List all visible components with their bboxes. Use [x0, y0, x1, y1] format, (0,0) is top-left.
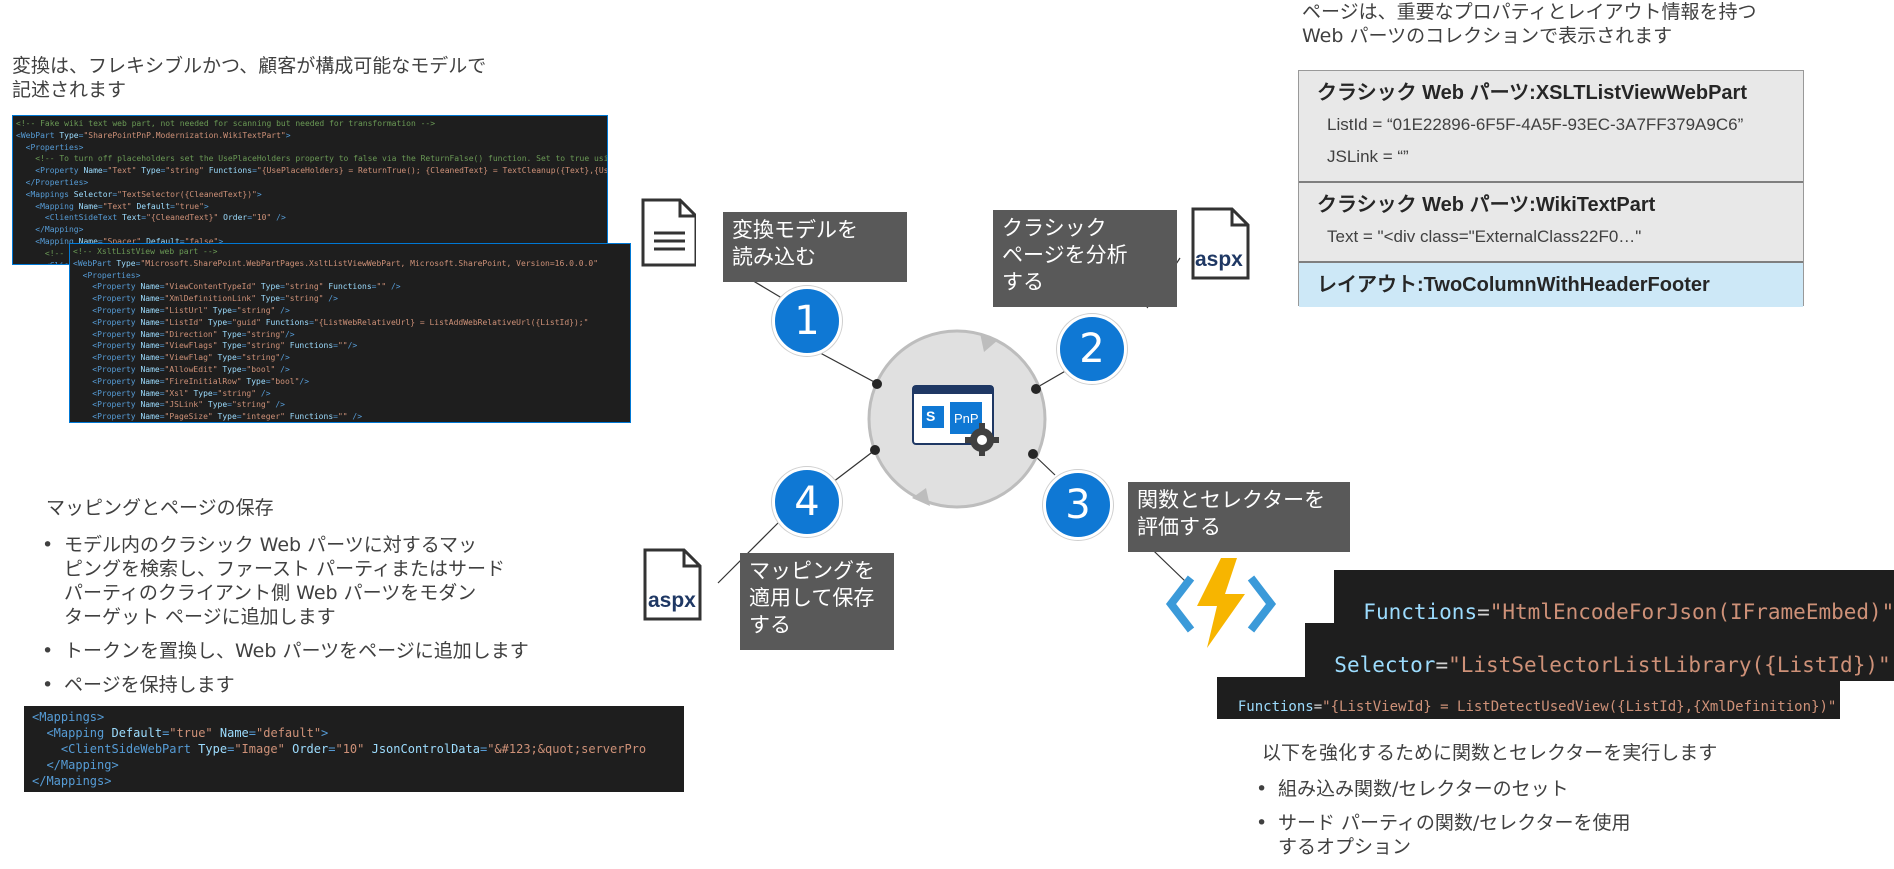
code-line: </Mapping> [16, 225, 84, 235]
code-line: <Property Name="ListUrl" Type="string" /… [73, 305, 290, 315]
functions-bullets: 組み込み関数/セレクターのセット サード パーティの関数/セレクターを使用 する… [1250, 777, 1770, 869]
code-line: <Mapping Default="true" Name="default"> [32, 726, 329, 740]
functions-snippet-2: Functions="{ListViewId} = ListDetectUsed… [1217, 677, 1841, 719]
step1-callout: 変換モデルを 読み込む [723, 212, 907, 282]
step4-circle: 4 [772, 467, 842, 537]
code-line: <Property Name="AllowEdit" Type="bool" /… [73, 364, 290, 374]
code-line: <Mapping Name="Spacer" Default="false"> [16, 236, 224, 246]
webpart-properties-panel: クラシック Web パーツ:XSLTListViewWebPart ListId… [1298, 70, 1804, 307]
code-line: </Mappings> [32, 774, 112, 788]
mapping-bullets: モデル内のクラシック Web パーツに対するマッ ピングを検索し、ファースト パ… [36, 533, 596, 707]
code-line: </Properties> [16, 177, 89, 187]
prop-jslink: JSLink = “” [1327, 147, 1409, 166]
mapping-bullet: ページを保持します [36, 673, 596, 697]
step4-callout: マッピングを 適用して保存 する [740, 553, 894, 650]
mapping-heading: マッピングとページの保存 [46, 497, 274, 519]
code-line: <WebPart Type="SharePointPnP.Modernizati… [16, 130, 291, 140]
mapping-bullet: トークンを置換し、Web パーツをページに追加します [36, 639, 596, 663]
code-line: <Property Name="PageSize" Type="integer"… [73, 412, 363, 422]
webpart-title-xslt: クラシック Web パーツ:XSLTListViewWebPart [1317, 82, 1747, 104]
code-line: <Property Name="JSLink" Type="string" /> [73, 400, 285, 410]
code-line: <Property Name="XmlDefinitionLink" Type=… [73, 294, 338, 304]
aspx-file-icon [1191, 207, 1250, 280]
code-line: <Property Name="ViewFlag" Type="string"/… [73, 353, 290, 363]
code-xsltlistview-model: <!-- XsltListView web part --> <WebPart T… [69, 243, 631, 423]
code-line: <Property Name="ListId" Type="guid" Func… [73, 317, 589, 327]
step3-callout: 関数とセレクターを 評価する [1128, 482, 1350, 552]
webpart-title-wikitext: クラシック Web パーツ:WikiTextPart [1317, 194, 1656, 216]
gear-icon [912, 385, 999, 457]
pnp-logo: S PnP [912, 384, 999, 457]
code-line: <Property Name="Text" Type="string" Func… [16, 166, 607, 176]
model-caption: 変換は、フレキシブルかつ、顧客が構成可能なモデルで 記述されます [12, 55, 487, 101]
code-line: <Property Name="Xsl" Type="string" /> [73, 388, 271, 398]
code-line: <!-- XsltListView web part --> [73, 247, 218, 256]
code-line: <Properties> [73, 270, 141, 280]
functions-heading: 以下を強化するために関数とセレクターを実行します [1262, 742, 1718, 764]
code-line: <!-- To turn off placeholders set the Us… [35, 154, 608, 164]
code-line: <!-- Fake wiki text web part, not needed… [16, 119, 436, 128]
pnp-label: PnP [954, 411, 979, 426]
code-line: <Mapping Name="Text" Default="true"> [16, 201, 209, 211]
aspx-label-classic: aspx [1195, 248, 1243, 271]
step2-circle: 2 [1057, 314, 1127, 384]
code-line: <Property Name="ViewFlags" Type="string"… [73, 341, 358, 351]
prop-listid: ListId = “01E22896-6F5F-4A5F-93EC-3A7FF3… [1327, 115, 1744, 134]
code-line: <WebPart Type="Microsoft.SharePoint.WebP… [73, 258, 599, 268]
prop-text: Text = "<div class="ExternalClass22F0…" [1327, 227, 1642, 246]
code-line: <ClientSideText Text="{CleanedText}" Ord… [16, 213, 286, 223]
step1-circle: 1 [772, 286, 842, 356]
functions-bullet: サード パーティの関数/セレクターを使用 するオプション [1250, 811, 1770, 859]
step3-circle: 3 [1043, 470, 1113, 540]
document-icon [641, 198, 696, 267]
code-line: <Properties> [16, 142, 84, 152]
aspx-label-modern: aspx [648, 589, 696, 612]
code-line: <Property Name="ViewContentTypeId" Type=… [73, 282, 401, 292]
azure-function-icon [1165, 558, 1277, 648]
code-wikitext-model: <!-- Fake wiki text web part, not needed… [12, 115, 608, 265]
page-caption: ページは、重要なプロパティとレイアウト情報を持つ Web パーツのコレクションで… [1302, 1, 1757, 47]
sharepoint-letter: S [926, 408, 936, 424]
webpart-section-xslt: クラシック Web パーツ:XSLTListViewWebPart ListId… [1299, 71, 1803, 183]
code-line: <Mappings> [32, 710, 105, 724]
code-line: <Property Name="Direction" Type="string"… [73, 329, 295, 339]
step2-callout: クラシック ページを分析 する [993, 210, 1177, 307]
selector-snippet: Selector="ListSelectorListLibrary({ListI… [1305, 623, 1894, 681]
aspx-file-icon-modern [643, 548, 702, 621]
webpart-section-wikitext: クラシック Web パーツ:WikiTextPart Text = "<div … [1299, 183, 1803, 263]
layout-row: レイアウト:TwoColumnWithHeaderFooter [1299, 263, 1803, 307]
layout-label: レイアウト:TwoColumnWithHeaderFooter [1317, 274, 1710, 296]
code-line: </Mapping> [32, 758, 119, 772]
mapping-bullet: モデル内のクラシック Web パーツに対するマッ ピングを検索し、ファースト パ… [36, 533, 596, 629]
code-line: <ClientSideWebPart Type="Image" Order="1… [32, 742, 647, 756]
code-line: <Property Name="FireInitialRow" Type="bo… [73, 376, 310, 386]
code-line: <Mappings Selector="TextSelector({Cleane… [16, 189, 262, 199]
functions-snippet-1: Functions="HtmlEncodeForJson(IFrameEmbed… [1334, 570, 1894, 628]
code-mappings: <Mappings> <Mapping Default="true" Name=… [24, 706, 684, 792]
functions-bullet: 組み込み関数/セレクターのセット [1250, 777, 1770, 801]
